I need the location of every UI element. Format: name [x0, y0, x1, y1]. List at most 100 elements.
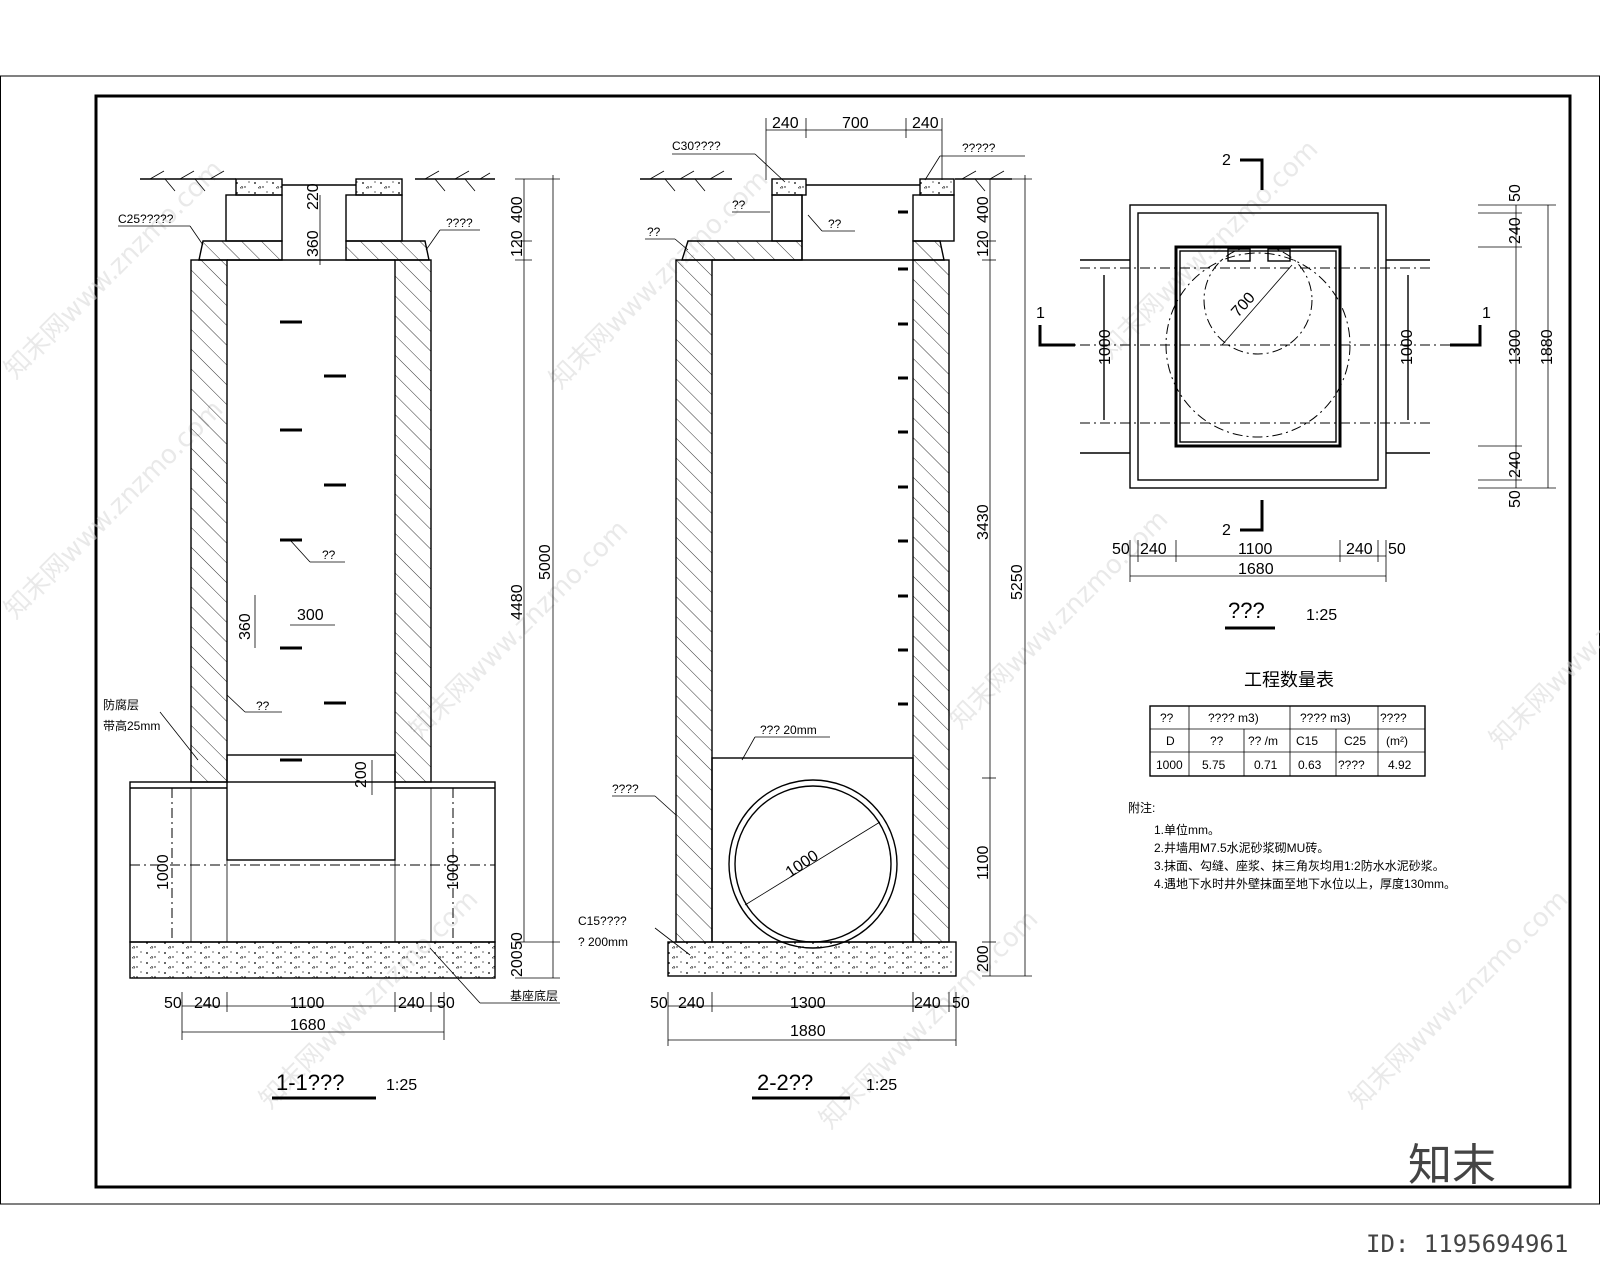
svg-text:50: 50 [952, 995, 970, 1012]
cover-frame-right [355, 178, 403, 196]
svg-text:1100: 1100 [975, 845, 992, 880]
svg-text:50: 50 [164, 995, 182, 1012]
svg-text:D: D [1166, 734, 1175, 748]
svg-text:200: 200 [509, 950, 526, 977]
svg-text:240: 240 [772, 115, 799, 132]
label-anticorr-1: 防腐层 [103, 697, 139, 712]
svg-text:5.75: 5.75 [1202, 758, 1226, 772]
label-anticorr-2: 带高25mm [103, 718, 160, 733]
cover-frame-left [771, 178, 807, 196]
svg-text:360: 360 [237, 613, 254, 640]
cut-2-top [1240, 158, 1264, 190]
notes-heading: 附注: [1128, 800, 1155, 815]
svg-text:4480: 4480 [509, 584, 526, 620]
svg-text:2: 2 [1222, 152, 1231, 169]
svg-text:1000: 1000 [155, 854, 172, 890]
label-inner-l: ?? [732, 198, 746, 212]
label-fill: ??? 20mm [760, 723, 817, 737]
cover-slab-right [345, 240, 430, 261]
svg-text:1300: 1300 [1507, 329, 1524, 365]
svg-text:知末网www.znzmo.com: 知末网www.znzmo.com [404, 514, 635, 745]
notes: 附注: 1.单位mm。 2.井墙用M7.5水泥砂浆砌MU砖。 3.抹面、勾缝、座… [1128, 800, 1456, 891]
svg-text:50: 50 [650, 995, 668, 1012]
svg-text:50: 50 [1112, 541, 1130, 558]
cover-slab-right [912, 240, 945, 261]
cover-frame-left [235, 178, 283, 196]
well-wall-left [190, 259, 228, 783]
dims-top [765, 118, 943, 180]
svg-text:300: 300 [297, 607, 324, 624]
svg-text:400: 400 [975, 196, 992, 223]
label-wall-note: ???? [612, 782, 639, 796]
quantity-table: 工程数量表 ?? ???? m3) ???? m3) ???? D ?? ?? … [1149, 670, 1426, 777]
svg-text:?? /m: ?? /m [1248, 734, 1278, 748]
svg-text:50: 50 [509, 932, 526, 950]
cut-1-right [1450, 325, 1482, 347]
svg-text:50: 50 [437, 995, 455, 1012]
label-c15-2: ? 200mm [578, 935, 628, 949]
well-wall-right [394, 259, 432, 783]
svg-text:120: 120 [975, 230, 992, 257]
svg-text:5250: 5250 [1009, 564, 1026, 600]
svg-text:1100: 1100 [290, 995, 325, 1012]
svg-text:400: 400 [509, 196, 526, 223]
plan-view: 700 2 2 1 1 1000 1000 50 [1036, 152, 1556, 630]
svg-text:240: 240 [1140, 541, 1167, 558]
svg-text:??: ?? [1210, 734, 1224, 748]
svg-text:知末网www.znzmo.com: 知末网www.znzmo.com [1344, 884, 1575, 1115]
neck-wall-left [225, 194, 283, 242]
svg-text:50: 50 [1388, 541, 1406, 558]
plan-dims-bottom [1129, 540, 1387, 582]
svg-text:240: 240 [1346, 541, 1373, 558]
manhole-opening [1203, 245, 1313, 355]
label-c15-1: C15???? [578, 914, 627, 928]
svg-text:360: 360 [305, 230, 322, 257]
cut-1-left [1038, 325, 1075, 347]
plan-outer-wall [1137, 212, 1379, 481]
neck-wall-left [771, 194, 803, 242]
svg-text:知末网www.znzmo.com: 知末网www.znzmo.com [1484, 524, 1600, 755]
svg-text:1100: 1100 [1238, 541, 1273, 558]
ladder-steps [280, 320, 346, 762]
label-step: ?? [322, 548, 336, 562]
cut-2-bottom [1240, 500, 1264, 532]
dims-bottom [181, 992, 445, 1040]
svg-text:1880: 1880 [1539, 329, 1556, 365]
svg-text:????: ???? [1338, 758, 1365, 772]
svg-text:1: 1 [1482, 305, 1491, 322]
svg-text:3.抹面、勾缝、座浆、抹三角灰均用1:2防水水泥砂浆。: 3.抹面、勾缝、座浆、抹三角灰均用1:2防水水泥砂浆。 [1154, 858, 1445, 873]
svg-text:240: 240 [1507, 451, 1524, 478]
section-22-title: 2-2?? [757, 1070, 813, 1095]
svg-text:1000: 1000 [1399, 329, 1416, 365]
neck-wall-right [345, 194, 403, 242]
dims-bottom [667, 992, 957, 1046]
svg-text:1000: 1000 [1097, 329, 1114, 365]
label-inner-r: ?? [828, 217, 842, 231]
plan-scale: 1:25 [1306, 607, 1337, 624]
svg-text:200: 200 [353, 761, 370, 788]
svg-text:1000: 1000 [783, 847, 822, 881]
svg-text:???? m3): ???? m3) [1300, 711, 1351, 725]
well-wall-right [912, 259, 950, 943]
svg-text:2.井墙用M7.5水泥砂浆砌MU砖。: 2.井墙用M7.5水泥砂浆砌MU砖。 [1154, 840, 1329, 855]
svg-text:4.92: 4.92 [1388, 758, 1412, 772]
svg-text:700: 700 [1228, 289, 1259, 320]
section-2-2: 1000 C30???? ????? ?? ?? ?? ??? 20mm ???… [578, 115, 1032, 1100]
svg-text:0.71: 0.71 [1254, 758, 1278, 772]
svg-text:1: 1 [1036, 305, 1045, 322]
label-c30: C30???? [672, 139, 721, 153]
label-right-top: ????? [962, 141, 996, 155]
table-title: 工程数量表 [1244, 670, 1334, 690]
svg-text:???? m3): ???? m3) [1208, 711, 1259, 725]
svg-text:(m²): (m²) [1386, 734, 1408, 748]
label-right-top: ???? [446, 216, 473, 230]
neck-wall-right [912, 194, 955, 242]
dims-vertical [982, 175, 1032, 977]
section-11-scale: 1:25 [386, 1077, 417, 1094]
well-wall-left [675, 259, 713, 943]
svg-text:120: 120 [509, 230, 526, 257]
svg-text:240: 240 [678, 995, 705, 1012]
label-left-small: ?? [647, 225, 661, 239]
label-base: 基座底层 [510, 988, 558, 1003]
